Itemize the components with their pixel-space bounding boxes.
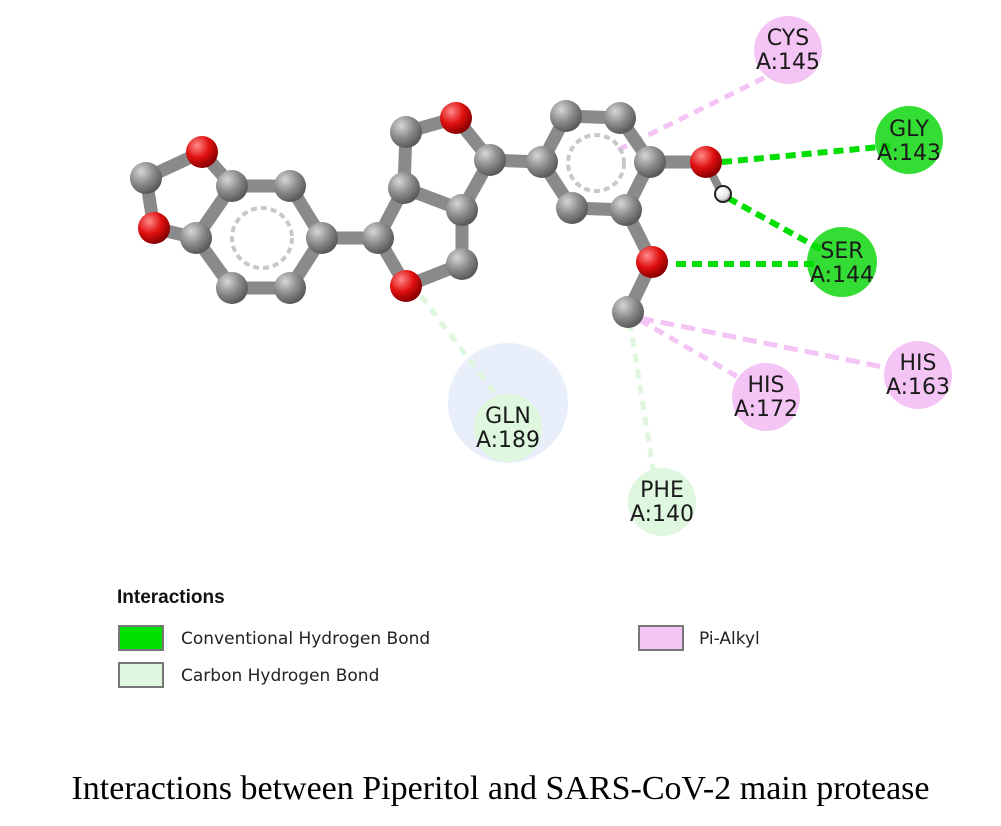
his172-label: HIS	[748, 373, 785, 398]
cys145-label: CYS	[767, 26, 809, 51]
phe140-pos: A:140	[630, 502, 694, 527]
gln189-line	[390, 256, 502, 402]
his172-line	[638, 317, 752, 387]
residue-labels: CYS A:145 GLY A:143 SER A:144 HIS A:163 …	[476, 26, 950, 527]
phe140-line	[627, 321, 657, 477]
phe140-disc	[628, 468, 696, 536]
atoms	[130, 100, 732, 328]
gln189-label: GLN	[485, 404, 531, 429]
residue-discs	[474, 16, 952, 536]
gln189-pos: A:189	[476, 428, 540, 453]
legend-label-pialkyl: Pi-Alkyl	[699, 629, 760, 649]
his172-disc	[732, 363, 800, 431]
his172-pos: A:172	[734, 397, 798, 422]
gly143-disc	[875, 106, 943, 174]
ser144-line-a	[726, 195, 824, 253]
ser144-pos: A:144	[810, 263, 874, 288]
aromatic-rings	[230, 133, 626, 270]
cys145-pos: A:145	[756, 50, 820, 75]
cys145-line	[616, 67, 782, 153]
legend-label-conventional: Conventional Hydrogen Bond	[181, 629, 430, 649]
his163-line	[639, 315, 889, 371]
cys145-disc	[754, 16, 822, 84]
ser144-disc	[807, 227, 877, 297]
his163-label: HIS	[900, 351, 937, 376]
legend-swatch-conventional	[118, 625, 164, 651]
ser144-label: SER	[820, 239, 863, 264]
figure-caption: Interactions between Piperitol and SARS-…	[71, 770, 930, 807]
legend-title: Interactions	[117, 587, 225, 608]
gly143-line	[721, 143, 891, 165]
gly143-label: GLY	[889, 117, 929, 142]
legend-swatch-pialkyl	[638, 625, 684, 651]
interaction-lines	[390, 67, 891, 477]
his163-disc	[884, 341, 952, 409]
gly143-pos: A:143	[877, 141, 941, 166]
legend: Interactions Conventional Hydrogen Bond …	[117, 587, 760, 688]
phe140-label: PHE	[640, 478, 684, 503]
his163-pos: A:163	[886, 375, 950, 400]
legend-label-carbon: Carbon Hydrogen Bond	[181, 666, 379, 686]
legend-swatch-carbon	[118, 662, 164, 688]
gln189-disc	[474, 394, 542, 462]
